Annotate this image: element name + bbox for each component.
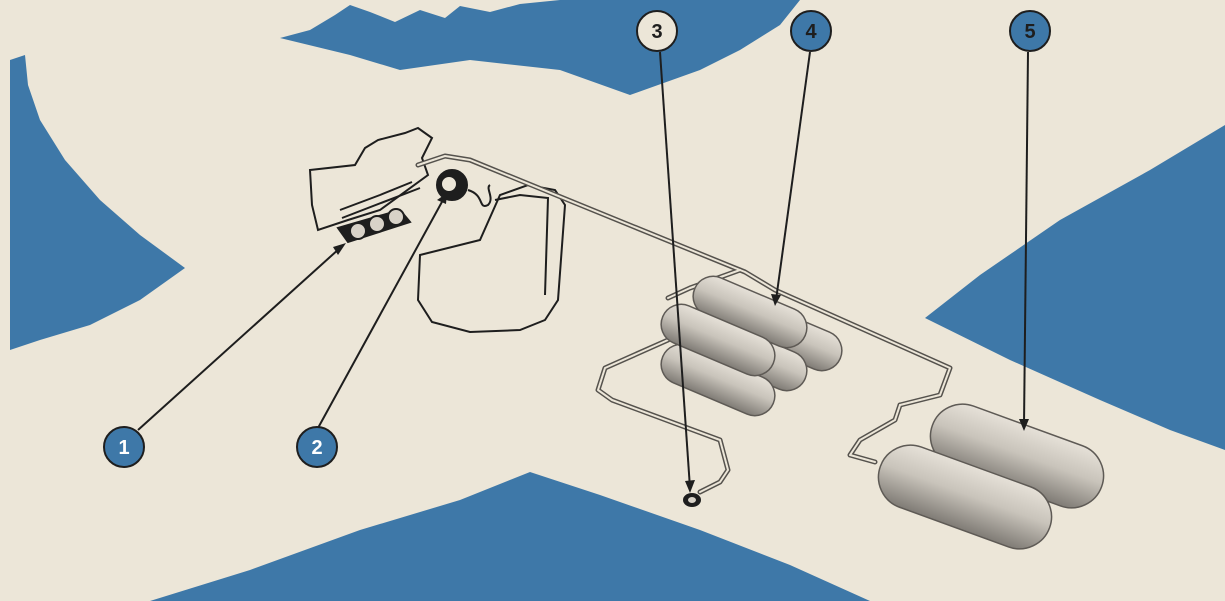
gauge-2-dial [369,216,385,232]
bg-shape-top-mountains [280,0,800,95]
filler-valve [683,493,701,507]
callout-2-label: 2 [311,437,322,459]
bg-shape-bottom [150,472,870,601]
regulator-hose [468,185,491,206]
leader-line-4 [776,52,810,300]
callout-4-label: 4 [805,21,817,43]
callout-3-label: 3 [651,21,662,43]
panel-lines [340,182,420,218]
callout-4: 4 [791,11,831,51]
callout-5: 5 [1010,11,1050,51]
instrument-panel-outline [310,128,432,230]
filler-valve-face [688,497,696,503]
callout-2: 2 [297,427,337,467]
callout-3: 3 [637,11,677,51]
regulator-face [441,176,457,192]
arrowhead-3 [685,480,695,493]
callout-1-label: 1 [118,437,129,459]
cylinder-group-5 [869,395,1112,558]
callout-1: 1 [104,427,144,467]
callout-5-label: 5 [1024,21,1035,43]
leader-line-2 [318,200,443,428]
leader-line-5 [1024,52,1028,425]
gauge-1-dial [350,223,366,239]
bg-shape-right [925,125,1225,450]
bg-shape-left [10,55,185,350]
seat-back-inner-line [495,195,548,295]
gauge-3-dial [388,209,404,225]
